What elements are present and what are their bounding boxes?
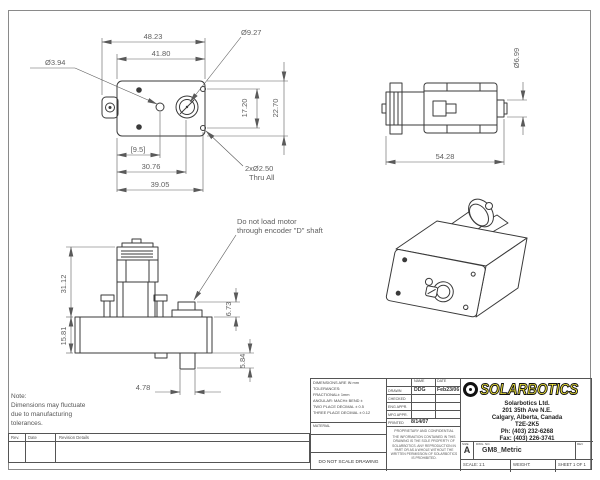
company-city: Calgary, Alberta, Canada — [491, 415, 563, 422]
company-street: 201 35th Ave N.E. — [502, 408, 552, 415]
approval-grid: NAME DATE DRAWN DDG Feb23/06 CHECKED ENG… — [387, 379, 461, 471]
tolerance-line3: FRACTIONAL± 1mm — [313, 392, 350, 398]
proprietary-body: THE INFORMATION CONTAINED IN THIS DRAWIN… — [390, 435, 458, 460]
dim-front-body-width: 41.80 — [152, 49, 171, 58]
revision-table-header — [9, 434, 309, 442]
material-label: MATERIAL — [313, 424, 331, 428]
dim-side-upper-height: 31.12 — [59, 275, 68, 294]
finish-cell — [311, 435, 387, 453]
printed-date: 8/14/07 — [411, 419, 429, 425]
do-not-scale-label: DO NOT SCALE DRAWING — [318, 459, 379, 465]
dim-front-thru-note: Thru All — [249, 173, 275, 182]
drawn-row: DRAWN DDG Feb23/06 — [387, 387, 461, 395]
proprietary-title: PROPRIETARY AND CONFIDENTIAL — [394, 429, 454, 433]
sheet-cell: SHEET 1 OF 1 — [558, 462, 586, 467]
revision-header-date: Date — [28, 435, 37, 440]
printed-label: PRINTED — [388, 420, 404, 425]
drawn-label: DRAWN — [388, 388, 402, 393]
dim-front-boss-dia: Ø9.27 — [241, 28, 261, 37]
company-address: Solarbotics Ltd. 201 35th Ave N.E. Calga… — [461, 399, 593, 443]
dim-front-hole-spacing: 17.20 — [240, 99, 249, 118]
front-view: 48.23 41.80 Ø9.27 Ø3.94 22.70 17.20 [9.5… — [30, 28, 288, 193]
mfg-appr-row: MFG APPR. — [387, 411, 461, 419]
mfg-appr-label: MFG APPR. — [388, 412, 408, 417]
note-line1: Dimensions may fluctuate — [11, 402, 86, 410]
encoder-note-line1: Do not load motor — [237, 217, 297, 226]
note-line3: tolerances. — [11, 420, 43, 428]
dim-front-thru-holes: 2xØ2.50 — [245, 164, 273, 173]
dim-front-shaft-x: 30.76 — [142, 162, 161, 171]
top-view: 54.28 Ø6.99 — [381, 48, 527, 165]
company-postal: T2E-2K5 — [514, 422, 539, 429]
note-title: Note: — [11, 393, 27, 400]
tolerance-line5: TWO PLACE DECIMAL ± 0.5 — [313, 404, 364, 410]
company-name: Solarbotics Ltd. — [504, 401, 550, 407]
drawing-border-frame — [8, 10, 591, 470]
checked-label: CHECKED — [388, 396, 406, 401]
revision-col-date — [25, 434, 56, 462]
dim-front-overall-height: 22.70 — [271, 99, 280, 118]
company-block: SOLARBOTICS Solarbotics Ltd. 201 35th Av… — [461, 379, 593, 472]
dwg-no-cell: DWG. NO. GM8_Metric — [474, 442, 576, 460]
drawn-date: Feb23/06 — [435, 387, 460, 394]
checked-row: CHECKED — [387, 395, 461, 403]
title-block: DIMENSIONS ARE IN mm TOLERANCES: FRACTIO… — [310, 378, 593, 472]
tolerance-line4: ANGULAR: MACH± BEND ± — [313, 398, 363, 404]
dim-side-shaft-width: 4.78 — [136, 383, 151, 392]
name-header: NAME — [411, 379, 435, 386]
weight-cell: WEIGHT: — [511, 460, 556, 472]
dwg-no-label: DWG. NO. — [476, 442, 491, 446]
dim-side-shaft-length: 5.84 — [238, 354, 247, 369]
drawn-name: DDG — [411, 387, 435, 394]
size-cell: SIZE A — [461, 442, 474, 460]
revision-table: Rev. Date Revision Details — [8, 433, 310, 463]
note-line2: due to manufacturing — [11, 411, 73, 419]
gear-logo-icon — [463, 381, 478, 397]
isometric-view — [385, 198, 528, 318]
revision-header-rev: Rev. — [11, 435, 20, 440]
logo-row: SOLARBOTICS — [461, 379, 593, 399]
tolerance-line2: TOLERANCES: — [313, 386, 341, 392]
company-fax: Fax: (403) 226-3741 — [499, 436, 555, 443]
tolerance-line6: THREE PLACE DECIMAL ± 0.12 — [313, 410, 371, 416]
printed-row: PRINTED 8/14/07 — [387, 419, 461, 427]
material-cell: MATERIAL — [311, 423, 387, 435]
dwg-no-value: GM8_Metric — [482, 447, 522, 454]
company-phone: Ph: (403) 232-6268 — [500, 429, 554, 436]
solarbotics-logo-text: SOLARBOTICS — [480, 380, 579, 398]
dim-top-length: 54.28 — [436, 152, 455, 161]
rev-label: REV — [577, 442, 584, 446]
scale-cell: SCALE: 1:1 — [461, 460, 511, 472]
dim-front-ref: [9.5] — [131, 145, 146, 154]
proprietary-block: PROPRIETARY AND CONFIDENTIAL THE INFORMA… — [387, 427, 461, 471]
size-label: SIZE — [462, 442, 469, 446]
tolerance-line1: DIMENSIONS ARE IN mm — [313, 380, 360, 385]
side-view: 31.12 15.81 6.73 5.84 4.78 Do not load m… — [59, 217, 324, 395]
note-block: Note: Dimensions may fluctuate due to ma… — [11, 392, 85, 428]
revision-col-rev — [9, 434, 26, 462]
dim-side-encoder-boss: 6.73 — [224, 302, 233, 317]
revision-header-details: Revision Details — [59, 435, 90, 440]
encoder-note-line2: through encoder "D" shaft — [237, 226, 324, 235]
rev-cell: REV — [576, 442, 593, 460]
size-value: A — [463, 445, 471, 455]
do-not-scale-cell: DO NOT SCALE DRAWING — [311, 453, 387, 471]
dim-front-overall-width: 48.23 — [144, 32, 163, 41]
dim-top-shaft-dia: Ø6.99 — [512, 48, 521, 68]
date-header: DATE — [435, 379, 461, 386]
dim-front-hole-dia: Ø3.94 — [45, 58, 65, 67]
approval-header-row: NAME DATE — [387, 379, 461, 387]
eng-appr-row: ENG APPR. — [387, 403, 461, 411]
tolerance-block: DIMENSIONS ARE IN mm TOLERANCES: FRACTIO… — [311, 379, 387, 423]
dim-side-gearbox-height: 15.81 — [59, 327, 68, 346]
dim-front-holes-x: 39.05 — [151, 180, 170, 189]
drawing-info-grid: SIZE A DWG. NO. GM8_Metric REV SCALE: 1:… — [461, 441, 593, 472]
eng-appr-label: ENG APPR. — [388, 404, 408, 409]
